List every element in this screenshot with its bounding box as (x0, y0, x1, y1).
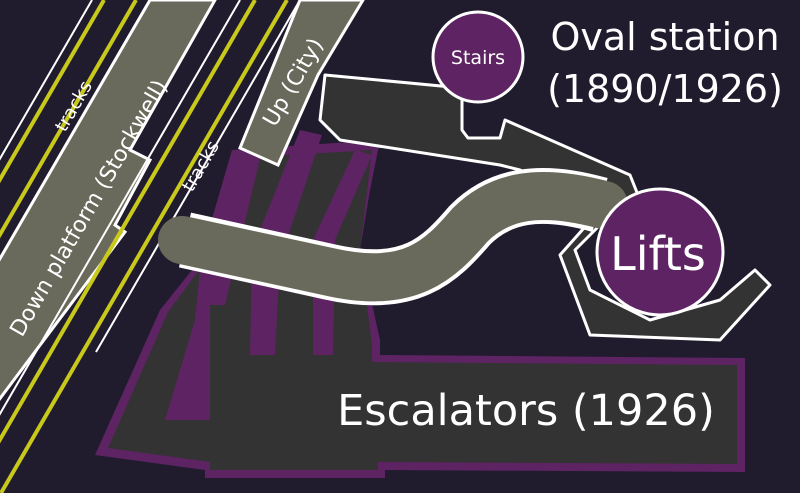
stairs-label: Stairs (451, 47, 505, 69)
rail-yellow (0, 0, 138, 239)
escalators-label: Escalators (1926) (337, 386, 715, 436)
title-line1: Oval station (550, 15, 779, 59)
down-platform (0, 0, 217, 401)
rail-yellow (0, 0, 257, 444)
rail-yellow (0, 0, 106, 184)
lifts-label: Lifts (610, 227, 706, 281)
upper-passage (318, 73, 772, 342)
stairs-shaft (431, 10, 525, 104)
track-edge (95, 0, 301, 353)
escalator-shaft-4 (165, 350, 210, 420)
escalator-shaft-1 (165, 150, 262, 420)
track-edge (0, 0, 93, 161)
escalator-shaft-3 (313, 150, 372, 355)
track-edge (0, 0, 241, 416)
tracks-and-platforms (0, 0, 365, 493)
up-platform (238, 0, 365, 167)
escalator-shaft-2 (250, 130, 322, 355)
rail-yellow (0, 0, 289, 493)
connecting-passage (158, 171, 628, 302)
lifts-shaft (595, 187, 725, 317)
tracks-label-right: tracks (178, 137, 224, 195)
title-line2: (1890/1926) (547, 67, 783, 111)
